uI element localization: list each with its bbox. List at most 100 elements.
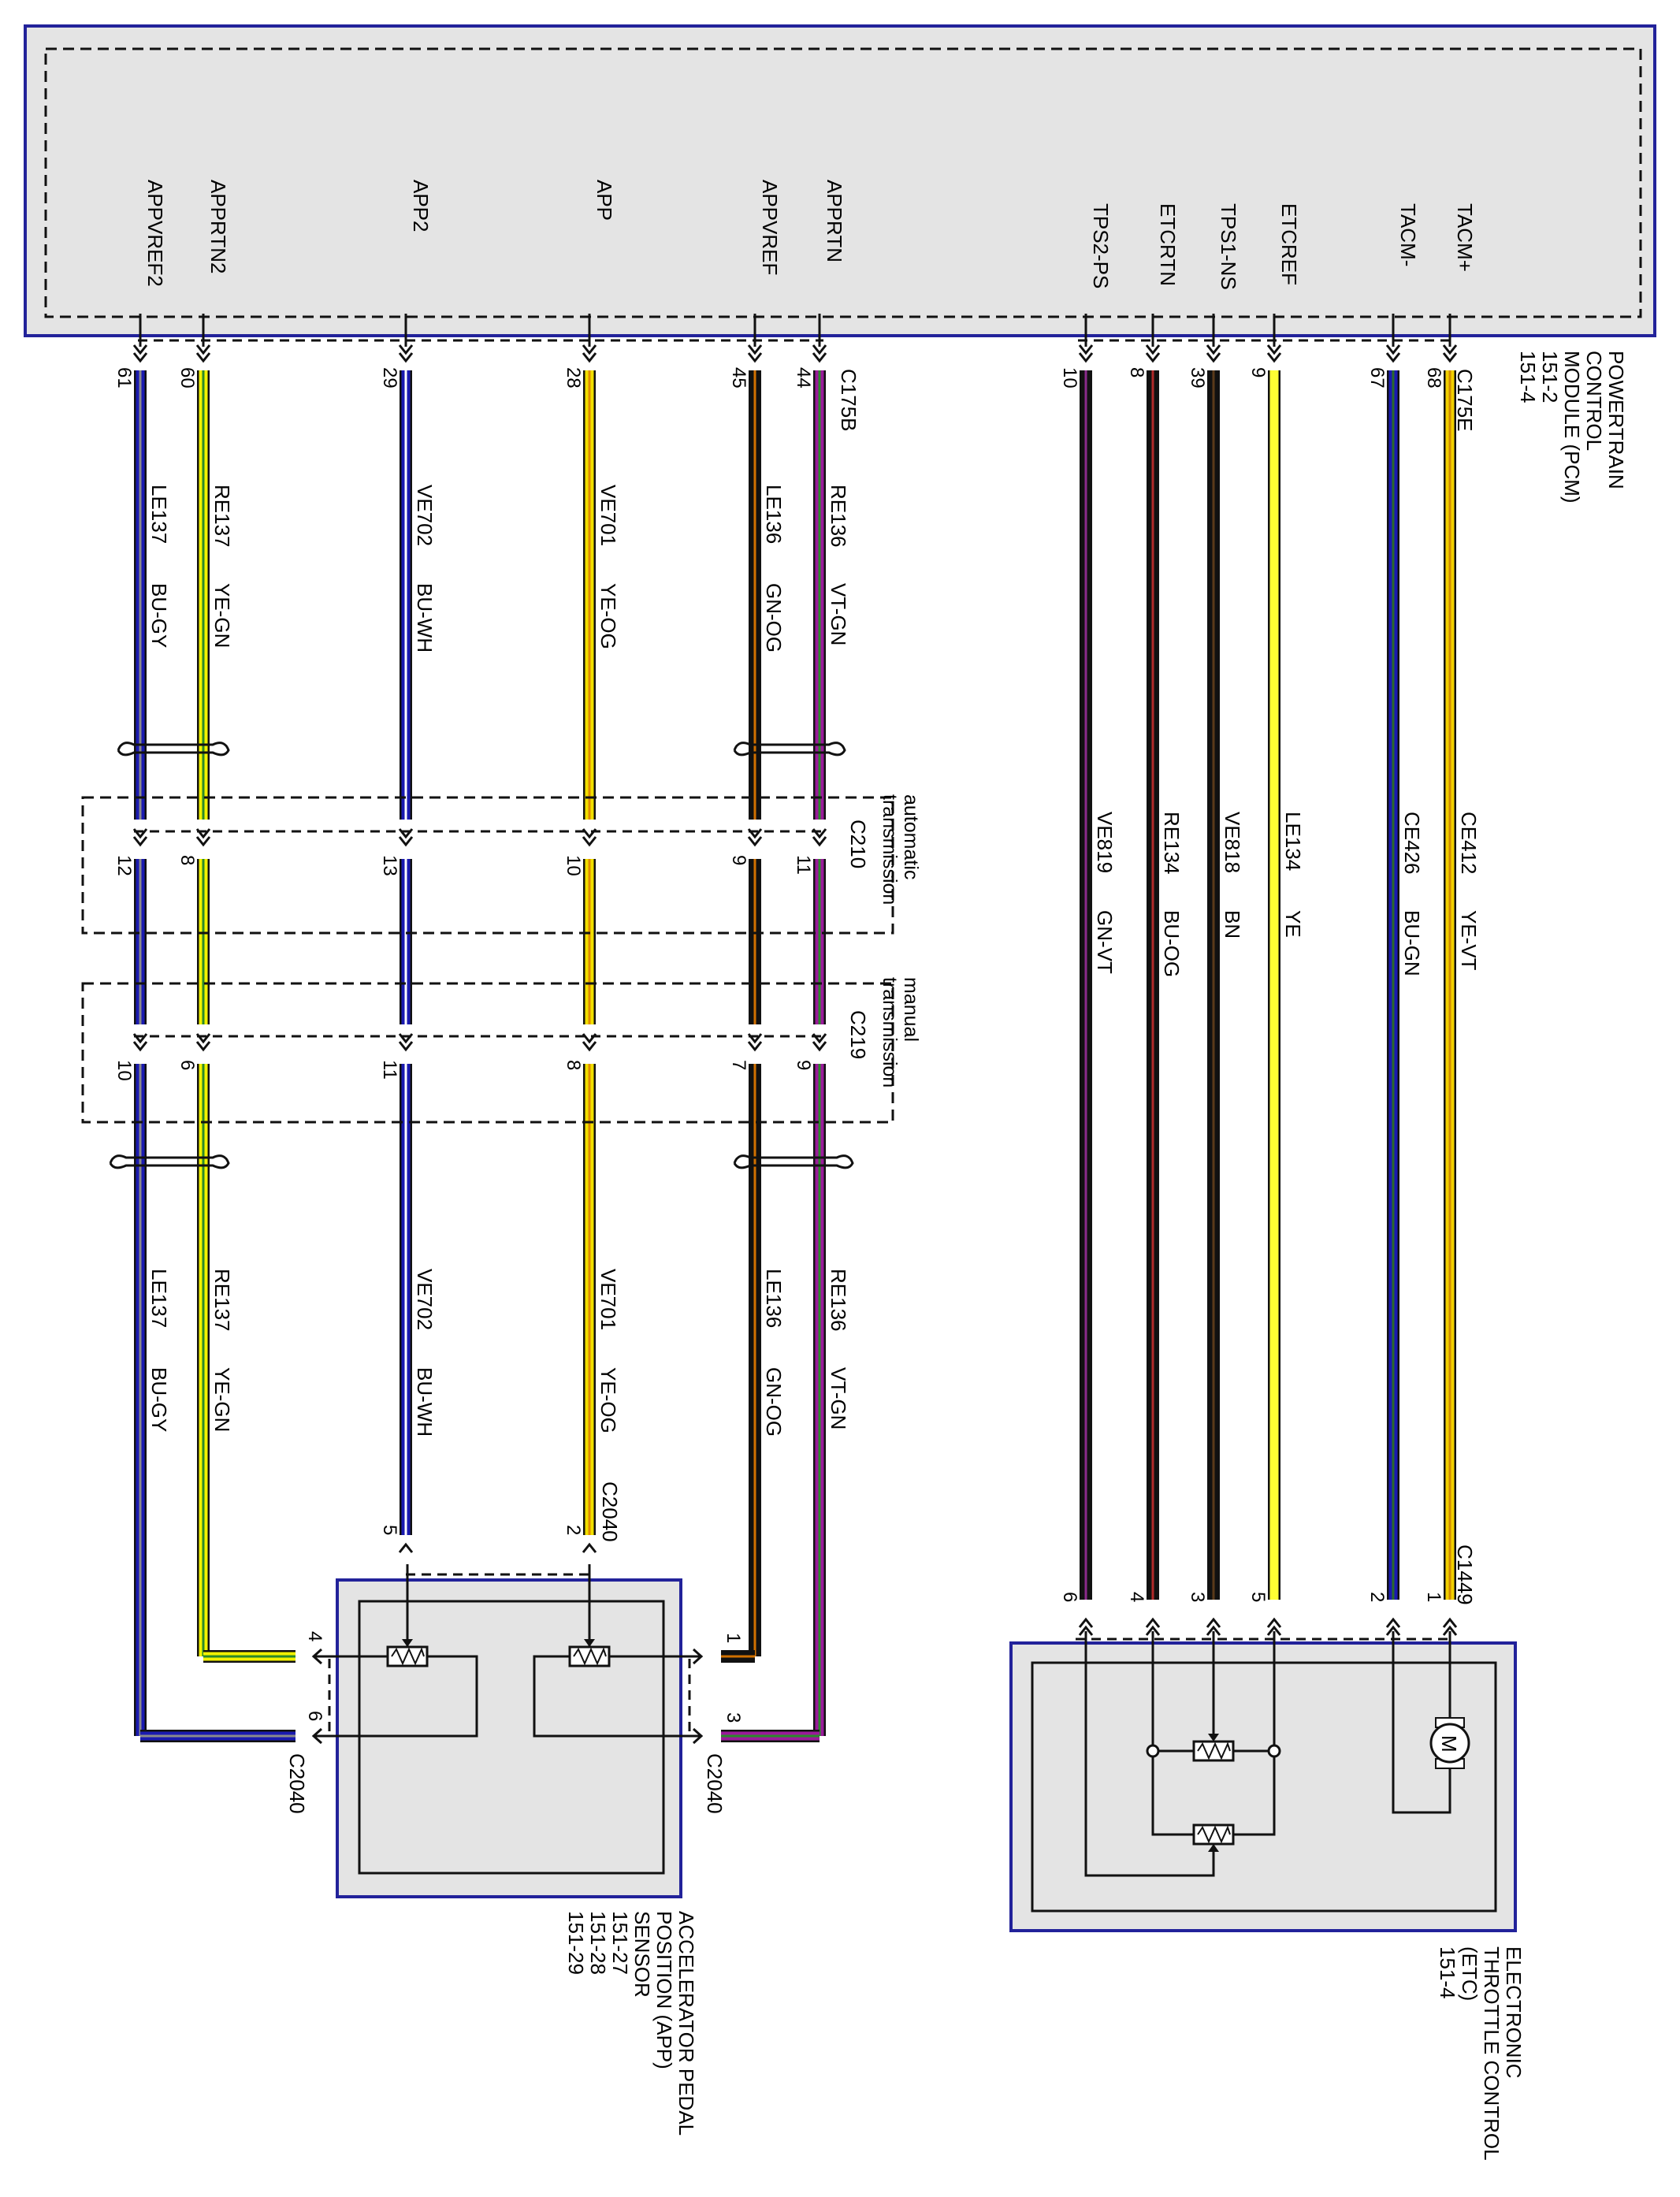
sensor-pin-arrow — [582, 1542, 597, 1553]
etc-junction-left — [1146, 1744, 1160, 1758]
wire-circuit-label: VE818 — [1221, 812, 1244, 873]
wire-circuit-label: LE136 — [762, 485, 786, 544]
wire-color-code-label: BU-GY — [147, 1367, 171, 1432]
c219-pin-arrow — [747, 1041, 763, 1052]
c210-description-line-2: transmission — [879, 794, 901, 905]
pcm-pin-number: 39 — [1187, 367, 1208, 388]
c210-pin-arrow — [812, 836, 827, 847]
wire-circuit-label: VE702 — [413, 1269, 437, 1330]
app-sensor-title-line-1: ACCELERATOR PEDAL — [675, 1911, 698, 2136]
etc-motor-symbol: M — [1437, 1735, 1461, 1753]
sensor-pin-number: 6 — [304, 1711, 325, 1721]
pcm-pin-arrow — [747, 352, 763, 363]
etc-pin-arrow — [1385, 1617, 1401, 1628]
app-sensor-element-2-return — [533, 1655, 701, 1738]
pcm-pin-arrow — [1442, 344, 1458, 355]
sensor-pin-arrow — [311, 1727, 323, 1745]
wire-circuit-label: RE137 — [210, 485, 234, 548]
pcm-pin-arrow — [1266, 344, 1282, 355]
etc-pin-arrow — [1078, 1617, 1094, 1628]
c219-description-line-1: manual — [900, 977, 922, 1042]
etc-connector-label: C1449 — [1453, 1545, 1477, 1605]
c219-pin-number: 9 — [793, 1060, 814, 1070]
c219-description: manual transmission — [879, 977, 922, 1087]
pcm-module-inner-dashed — [44, 47, 1642, 318]
sensor-pin-number: 4 — [304, 1631, 325, 1641]
wire-color-code-label: BN — [1221, 910, 1244, 939]
pcm-signal-label: APP2 — [409, 180, 433, 232]
app-sensor-title: ACCELERATOR PEDAL POSITION (APP) SENSOR … — [564, 1911, 698, 2136]
wire-color-code-label: VT-GN — [827, 1367, 850, 1429]
etc-sensor-2-bus — [1151, 1751, 1194, 1836]
wire-color-code-label: YE-OG — [597, 1367, 620, 1433]
etc-pin-arrow — [1206, 1617, 1221, 1628]
c210-pin-number: 10 — [563, 855, 584, 876]
pcm-pin-arrow — [1266, 352, 1282, 363]
etc-pin-arrow — [1145, 1625, 1161, 1636]
pcm-pin-number: 67 — [1366, 367, 1388, 388]
c219-pin-number: 11 — [379, 1060, 400, 1080]
etc-module-box — [1009, 1641, 1517, 1932]
twisted-pair-le136-re136-upper — [733, 742, 846, 756]
sensor-pin-number: 2 — [563, 1525, 584, 1535]
pcm-pin-arrow — [195, 352, 211, 363]
pcm-title-line-3: MODULE (PCM) — [1560, 351, 1584, 504]
pcm-pin-number: 68 — [1423, 367, 1444, 388]
c219-pin-number: 10 — [113, 1060, 135, 1081]
c210-pin-number: 13 — [379, 855, 400, 876]
pcm-pin-arrow — [582, 352, 597, 363]
pcm-pin-number: 44 — [793, 367, 814, 388]
c210-pin-number: 9 — [728, 855, 749, 865]
etc-pin-number: 6 — [1059, 1592, 1080, 1602]
sensor-pin-number: 5 — [379, 1525, 400, 1535]
app-wires: 12106LE137BU-GYLE137BU-GY864RE137YE-GNRE… — [113, 370, 850, 1745]
etc-title-line-1: ELECTRONIC — [1502, 1946, 1526, 2079]
etc-title: ELECTRONIC THROTTLE CONTROL (ETC) 151-4 — [1436, 1946, 1526, 2161]
etc-motor-wire-minus — [1392, 1631, 1451, 1814]
etc-potentiometer-2 — [1192, 1823, 1235, 1852]
app-sensor-title-line-6: 151-29 — [564, 1911, 588, 1975]
c219-pin-arrow — [132, 1041, 148, 1052]
pcm-pin-arrow — [1385, 344, 1401, 355]
etc-pin-arrow — [1206, 1625, 1221, 1636]
etc-pin-number: 1 — [1423, 1592, 1444, 1602]
c210-pin-number: 11 — [793, 855, 814, 875]
c219-pin-arrow — [195, 1041, 211, 1052]
sensor-pin-number: 3 — [723, 1712, 744, 1723]
etc-pin-arrow — [1385, 1625, 1401, 1636]
wire-color-code-label: YE-GN — [210, 1367, 234, 1432]
pcm-title-line-1: POWERTRAIN — [1604, 351, 1628, 489]
app-sensor-title-line-4: 151-27 — [608, 1911, 632, 1975]
pcm-pin-arrow — [812, 352, 827, 363]
app-sensor-box — [336, 1578, 682, 1898]
c210-pin-number: 12 — [113, 855, 135, 876]
wire-circuit-label: CE426 — [1400, 812, 1424, 875]
app-sensor-connector-label-right: C2040 — [703, 1753, 727, 1814]
app-sensor-connector-label-left: C2040 — [285, 1753, 309, 1814]
pcm-pin-arrow — [1385, 352, 1401, 363]
etc-title-line-4: 151-4 — [1436, 1946, 1459, 1999]
etc-pin-arrow — [1266, 1625, 1282, 1636]
pcm-signal-label: ETCRTN — [1156, 203, 1180, 286]
etc-motor-icon: M — [1429, 1717, 1470, 1769]
pcm-signal-label: APPRTN2 — [206, 180, 230, 273]
app-sensor-internal-wiring — [315, 1564, 701, 1738]
pcm-pin-number: 61 — [113, 367, 135, 388]
pcm-pin-arrow — [132, 352, 148, 363]
wire-circuit-label: LE137 — [147, 1269, 171, 1328]
pcm-signal-label: TPS1-NS — [1217, 203, 1240, 290]
etc-tps2-wire — [1084, 1631, 1215, 1877]
wire-color-code-label: VT-GN — [827, 583, 850, 645]
pcm-pin-arrow — [582, 344, 597, 355]
etc-internal-wiring — [1084, 1631, 1451, 1877]
wire-color-code-label: YE-OG — [597, 583, 620, 649]
etc-potentiometer-1 — [1192, 1734, 1235, 1762]
etc-title-line-3: (ETC) — [1458, 1946, 1481, 2001]
wire-circuit-label: VE819 — [1093, 812, 1117, 873]
app-sensor-title-line-3: SENSOR — [630, 1911, 654, 1998]
etc-pin-number: 3 — [1187, 1592, 1208, 1602]
c210-pin-arrow — [582, 836, 597, 847]
etc-sensor-2-bus-right — [1233, 1751, 1276, 1836]
wire-circuit-label: RE134 — [1160, 812, 1184, 875]
wire-circuit-label: RE137 — [210, 1269, 234, 1332]
